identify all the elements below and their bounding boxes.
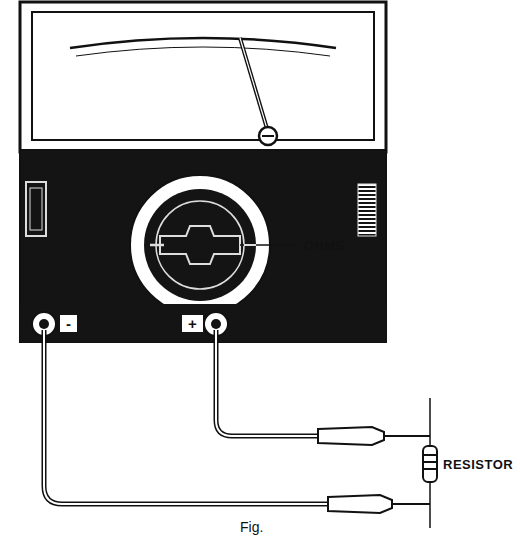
meter-scale <box>76 47 330 56</box>
resistor-symbol <box>423 446 437 482</box>
zero-screw <box>259 127 277 145</box>
positive-jack <box>211 319 221 329</box>
ohms-adjust <box>358 184 376 236</box>
leader-line <box>240 244 298 246</box>
positive-probe <box>318 427 384 445</box>
meter-window <box>32 12 374 140</box>
negative-jack <box>39 319 49 329</box>
selector-knob <box>160 226 240 264</box>
meter-case <box>20 2 386 152</box>
part-label: OHMS <box>304 239 345 252</box>
positive-lead <box>216 330 320 436</box>
figure-caption: Fig. <box>240 520 263 534</box>
selector-dial <box>130 175 270 315</box>
range-slot <box>26 182 46 236</box>
selector-dial <box>144 189 256 301</box>
meter-needle <box>240 38 268 132</box>
resistor-band <box>423 468 437 470</box>
meter-panel <box>20 150 386 342</box>
terminal-label: - <box>60 315 77 332</box>
range-slot <box>30 188 42 230</box>
probe-tip <box>392 503 430 505</box>
terminal-label: + <box>182 315 203 332</box>
probe-tip <box>384 435 430 437</box>
part-label: RESISTOR <box>443 458 513 471</box>
negative-lead <box>44 330 330 504</box>
negative-lead <box>44 330 330 504</box>
terminal-strip <box>20 304 386 342</box>
positive-lead <box>216 330 320 436</box>
selector-pointer <box>150 244 164 247</box>
zero-screw <box>262 135 274 137</box>
resistor-band <box>423 461 437 463</box>
selector-knob <box>156 201 244 289</box>
selector-pointer <box>244 244 256 246</box>
meter-needle <box>240 38 268 132</box>
negative-probe <box>328 495 392 513</box>
resistor-band <box>423 454 437 456</box>
